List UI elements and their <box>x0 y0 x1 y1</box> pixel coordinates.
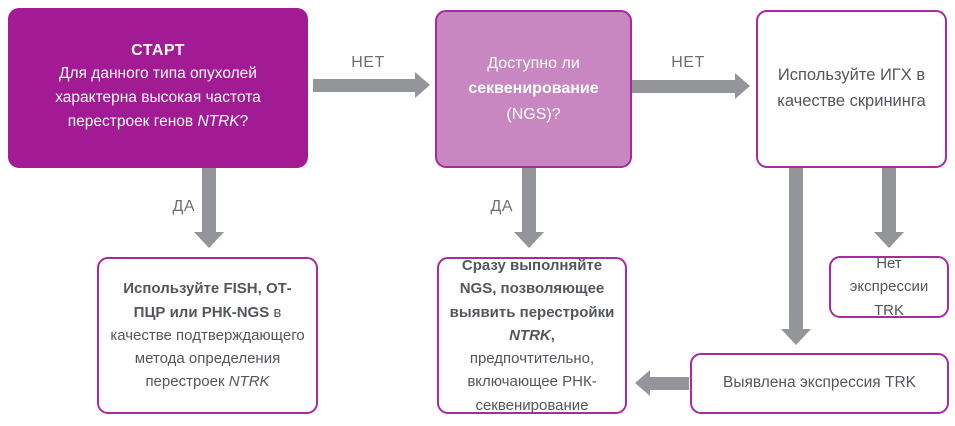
node-fish-confirm: Используйте FISH, ОТ-ПЦР или РНК-NGS в к… <box>97 257 318 414</box>
start-body: Для данного типа опухолей характерна выс… <box>38 62 278 134</box>
ngs-q-line1: Доступно ли <box>487 54 580 72</box>
trk-pos-text: Выявлена экспрессия TRK <box>722 374 916 392</box>
node-ngs-available: Доступно ли секвенирование (NGS)? <box>435 10 632 168</box>
ngs-now-text: Сразу выполняйте NGS, позволяющее выявит… <box>447 254 617 417</box>
start-gene-name: NTRK <box>197 113 240 130</box>
edge-label-no-2: НЕТ <box>671 54 705 71</box>
arrow-start-to-fish-head <box>194 232 224 248</box>
arrow-ngs-to-immediate-shaft <box>522 168 536 233</box>
edge-label-yes-2: ДА <box>490 198 513 215</box>
ngs-now-regular-text: предпочтительно, включающее РНК-секвенир… <box>467 350 597 414</box>
ngs-q-line2: секвенирование <box>468 80 599 98</box>
ngs-now-gene-name: NTRK <box>509 326 551 344</box>
arrow-trkpos-to-ngs-head <box>635 370 650 396</box>
arrow-ihc-to-trkpos-head <box>781 329 811 345</box>
no-trk-text: Нет экспрессии TRK <box>849 255 929 319</box>
node-ngs-immediate: Сразу выполняйте NGS, позволяющее выявит… <box>437 257 627 414</box>
arrow-ihc-to-notrk-shaft <box>882 168 896 233</box>
edge-label-yes-1: ДА <box>172 198 195 215</box>
arrow-start-to-fish-shaft <box>202 168 216 233</box>
node-trk-expression: Выявлена экспрессия TRK <box>690 353 949 414</box>
fish-text: Используйте FISH, ОТ-ПЦР или РНК-NGS в к… <box>108 277 308 393</box>
ihc-text: Используйте ИГХ в качестве скрининга <box>777 66 926 110</box>
edge-label-no-1: НЕТ <box>351 54 385 71</box>
arrow-start-to-ngs-shaft <box>313 79 416 92</box>
ngs-now-bold-text: Сразу выполняйте NGS, позволяющее выявит… <box>449 257 615 321</box>
node-ihc-screening: Используйте ИГХ в качестве скрининга <box>756 10 947 168</box>
arrow-ngs-to-ihc-head <box>735 73 750 99</box>
start-title: СТАРТ <box>131 41 185 59</box>
arrow-start-to-ngs-head <box>415 72 430 98</box>
start-body-text: Для данного типа опухолей характерна выс… <box>55 64 261 130</box>
node-start: СТАРТ Для данного типа опухолей характер… <box>8 8 308 168</box>
fish-bold-text: Используйте FISH, ОТ-ПЦР или РНК-NGS <box>123 280 292 321</box>
fish-regular-text: в качестве подтверждающего метода опреде… <box>110 303 305 391</box>
arrow-trkpos-to-ngs-shaft <box>650 377 689 390</box>
ngs-now-comma: , <box>550 326 555 344</box>
arrow-ihc-to-trkpos-shaft <box>789 168 803 330</box>
arrow-ngs-to-immediate-head <box>514 232 544 248</box>
start-question-mark: ? <box>239 113 249 130</box>
arrow-ngs-to-ihc-shaft <box>632 80 736 93</box>
fish-gene-name: NTRK <box>228 373 270 391</box>
arrow-ihc-to-notrk-head <box>874 232 904 248</box>
ngs-q-line3: (NGS)? <box>506 105 561 123</box>
node-no-trk-expression: Нет экспрессии TRK <box>829 255 949 319</box>
